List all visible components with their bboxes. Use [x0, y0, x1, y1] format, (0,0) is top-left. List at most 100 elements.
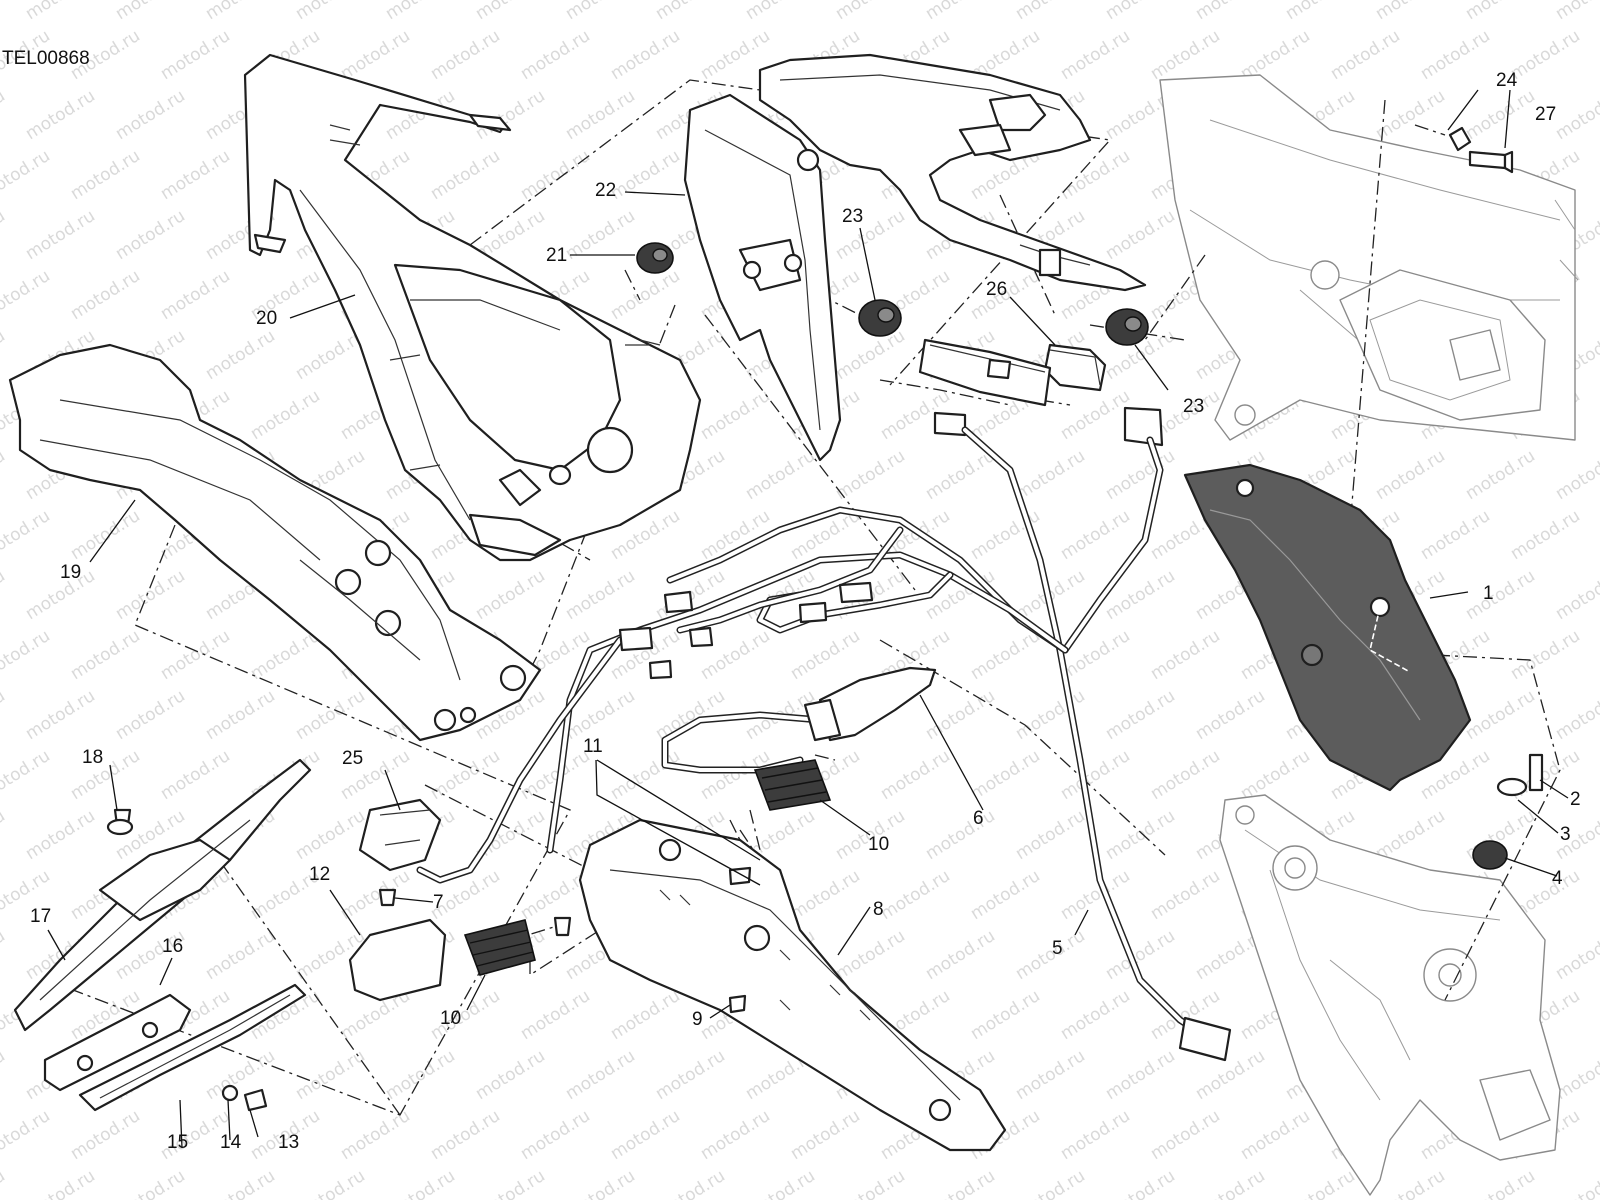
watermark-text: motod.ru [112, 206, 189, 264]
watermark-text: motod.ru [157, 266, 234, 324]
leader-lines [47, 89, 1569, 1149]
watermark-text: motod.ru [202, 1046, 279, 1104]
watermark-text: motod.ru [472, 1166, 549, 1200]
callout-2: 2 [1570, 789, 1581, 810]
watermark-text: motod.ru [202, 326, 279, 384]
watermark-text: motod.ru [0, 326, 9, 384]
hardware [106, 126, 1544, 1112]
callout-22: 22 [595, 180, 616, 201]
watermark-text: motod.ru [1462, 1166, 1539, 1200]
callouts: 1 2 3 4 5 6 7 8 9 10 10 11 12 13 14 15 1… [30, 70, 1581, 1153]
watermark-text: motod.ru [922, 446, 999, 504]
watermark-text: motod.ru [0, 446, 9, 504]
watermark-text: motod.ru [472, 1046, 549, 1104]
part-21-grommet [636, 242, 674, 274]
callout-17: 17 [30, 906, 51, 927]
watermark-text: motod.ru [22, 806, 99, 864]
watermark-text: motod.ru [202, 686, 279, 744]
part-16-plate [43, 993, 192, 1092]
watermark-text: motod.ru [1462, 0, 1539, 24]
part-15-light-strip [78, 983, 307, 1112]
watermark-text: motod.ru [1147, 626, 1224, 684]
watermark-text: motod.ru [1102, 446, 1179, 504]
watermark-text: motod.ru [877, 866, 954, 924]
watermark-text: motod.ru [337, 1106, 414, 1164]
watermark-text: motod.ru [1057, 26, 1134, 84]
part-20-tail-frame [243, 53, 702, 562]
callout-10-lower: 10 [440, 1008, 461, 1029]
ghost-rear-frame [1159, 74, 1579, 441]
watermark-text: motod.ru [1102, 0, 1179, 24]
watermark-text: motod.ru [1417, 26, 1494, 84]
watermark-text: motod.ru [832, 0, 909, 24]
watermark-text: motod.ru [1057, 146, 1134, 204]
watermark-text: motod.ru [1507, 26, 1584, 84]
watermark-text: motod.ru [0, 926, 9, 984]
callout-3: 3 [1560, 824, 1571, 845]
watermark-text: motod.ru [112, 566, 189, 624]
watermark-text: motod.ru [1462, 566, 1539, 624]
watermark-text: motod.ru [877, 746, 954, 804]
watermark-text: motod.ru [1192, 686, 1269, 744]
callout-26: 26 [986, 279, 1007, 300]
callout-10-upper: 10 [868, 834, 889, 855]
watermark-text: motod.ru [1462, 86, 1539, 144]
watermark-text: motod.ru [922, 926, 999, 984]
watermark-text: motod.ru [1057, 1106, 1134, 1164]
watermark-text: motod.ru [0, 146, 54, 204]
watermark-text: motod.ru [1462, 446, 1539, 504]
part-5-wiring-harness [416, 426, 1232, 1062]
watermark-text: motod.ru [0, 1166, 9, 1200]
relay-connector [918, 338, 1052, 407]
watermark-text: motod.ru [427, 986, 504, 1044]
watermark-text: motod.ru [607, 266, 684, 324]
watermark-text: motod.ru [1102, 206, 1179, 264]
watermark-text: motod.ru [0, 206, 9, 264]
watermark-text: motod.ru [382, 0, 459, 24]
watermark-text: motod.ru [1012, 1166, 1089, 1200]
watermark-text: motod.ru [427, 1106, 504, 1164]
watermark-text: motod.ru [67, 746, 144, 804]
watermark-text: motod.ru [787, 626, 864, 684]
ghost-subframe [1219, 794, 1561, 1196]
watermark-text: motod.ru [0, 686, 9, 744]
watermark-text: motod.ru [1012, 806, 1089, 864]
part-10-bellows-lower [463, 919, 536, 976]
callout-23-right: 23 [1183, 396, 1204, 417]
watermark-text: motod.ru [1057, 746, 1134, 804]
watermark-text: motod.ru [517, 146, 594, 204]
watermark-text: motod.ru [1372, 86, 1449, 144]
callout-18: 18 [82, 747, 103, 768]
watermark-text: motod.ru [1507, 626, 1584, 684]
watermark-text: motod.ru [967, 746, 1044, 804]
watermark-text: motod.ru [0, 266, 54, 324]
watermark-text: motod.ru [292, 0, 369, 24]
watermark-text: motod.ru [1192, 0, 1269, 24]
callout-27: 27 [1535, 104, 1556, 125]
watermark-text: motod.ru [1552, 86, 1600, 144]
callout-25: 25 [342, 748, 363, 769]
callout-12: 12 [309, 864, 330, 885]
watermark-text: motod.ru [652, 1046, 729, 1104]
watermark-text: motod.ru [472, 566, 549, 624]
watermark-text: motod.ru [22, 206, 99, 264]
watermark-text: motod.ru [22, 1166, 99, 1200]
watermark-text: motod.ru [1012, 0, 1089, 24]
part-12-reflector [348, 918, 447, 1002]
watermark-text: motod.ru [1057, 506, 1134, 564]
watermark-text: motod.ru [0, 86, 9, 144]
drawing-code: TEL00868 [2, 48, 90, 69]
part-10-bellows-upper [753, 759, 832, 811]
watermark-text: motod.ru [382, 1166, 459, 1200]
part-8-plate-bracket [578, 818, 1007, 1152]
watermark-text: motod.ru [697, 1106, 774, 1164]
watermark-text: motod.ru [562, 1166, 639, 1200]
watermark-text: motod.ru [922, 1166, 999, 1200]
watermark-text: motod.ru [1237, 1106, 1314, 1164]
callout-15: 15 [167, 1132, 188, 1153]
watermark-text: motod.ru [1012, 1046, 1089, 1104]
callout-4: 4 [1552, 868, 1563, 889]
watermark-text: motod.ru [742, 446, 819, 504]
